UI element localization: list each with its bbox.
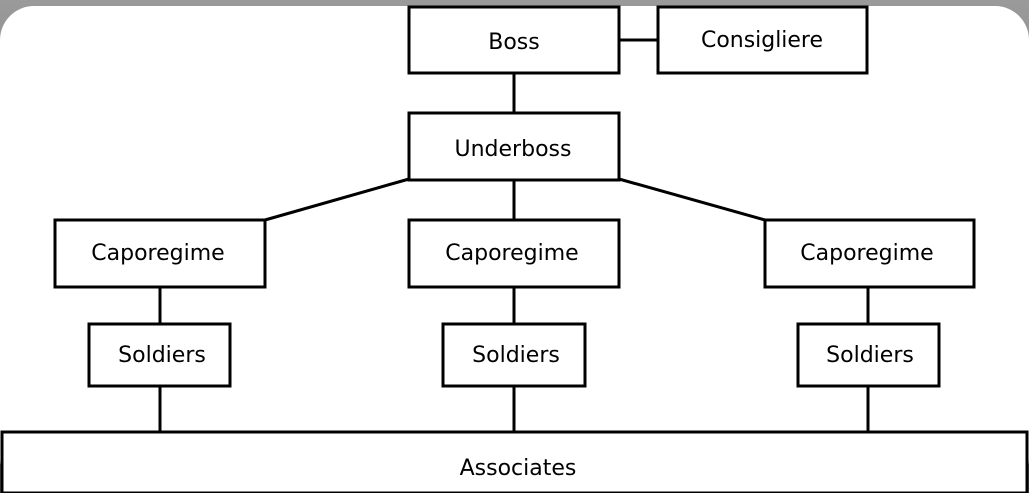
edge-underboss-caporegime-left	[264, 177, 410, 222]
boss-box	[407, 5, 621, 75]
caporegime-right-label: Caporegime	[800, 241, 933, 266]
caporegime-center-box	[407, 218, 621, 289]
caporegime-center-label: Caporegime	[445, 241, 578, 266]
soldiers-right-box	[796, 322, 941, 388]
soldiers-right-label: Soldiers	[826, 343, 914, 368]
soldiers-center-box	[441, 322, 587, 388]
soldiers-left-label: Soldiers	[118, 343, 206, 368]
consigliere-label: Consigliere	[701, 28, 823, 53]
caporegime-left-box	[53, 218, 267, 289]
caporegime-right-box	[763, 218, 976, 289]
underboss-box	[407, 111, 621, 182]
soldiers-left-box	[87, 322, 232, 388]
associates-label: Associates	[460, 456, 577, 481]
soldiers-center-label: Soldiers	[472, 343, 560, 368]
consigliere-box	[656, 5, 869, 75]
edge-underboss-caporegime-right	[618, 177, 766, 222]
associates-box	[0, 430, 1029, 493]
underboss-label: Underboss	[455, 137, 572, 162]
caporegime-left-label: Caporegime	[91, 241, 224, 266]
boss-label: Boss	[488, 30, 539, 55]
